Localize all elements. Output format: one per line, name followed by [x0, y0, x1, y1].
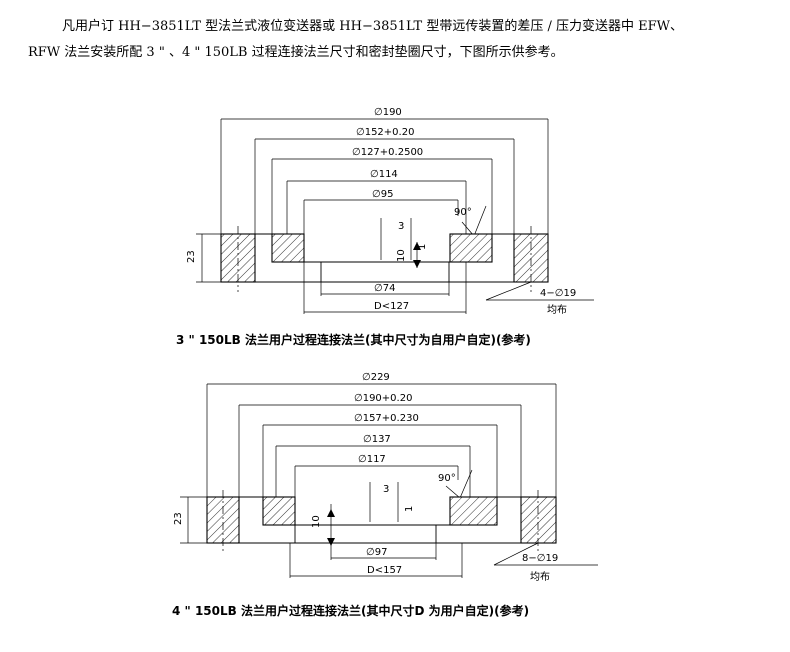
caption: 3 " 150LB 法兰用户过程连接法兰(其中尺寸为自用户自定)(参考)	[176, 332, 531, 347]
angle-label: 90°	[454, 207, 472, 218]
dim-small-3: 3	[398, 221, 404, 232]
dim-small-1: 1	[404, 506, 415, 512]
dim-groove-outer: ∅157+0.230	[354, 413, 419, 424]
dim-height: 23	[186, 250, 197, 263]
caption: 4 " 150LB 法兰用户过程连接法兰(其中尺寸D 为用户自定)(参考)	[172, 603, 529, 618]
dim-holes: 4−∅19	[540, 288, 576, 299]
dim-raised-face: ∅190+0.20	[354, 393, 412, 404]
dim-groove-inner: ∅114	[370, 169, 398, 180]
dim-recess: ∅117	[358, 454, 386, 465]
intro-text: 凡用户订 HH−3851LT 型法兰式液位变送器或 HH−3851LT 型带远传…	[28, 14, 778, 66]
dim-small-3: 3	[383, 484, 389, 495]
dim-small-10: 10	[396, 249, 407, 262]
dim-holes: 8−∅19	[522, 553, 558, 564]
dim-groove-inner: ∅137	[363, 434, 391, 445]
dim-small-10: 10	[311, 515, 322, 528]
dim-bore: ∅97	[366, 547, 387, 558]
angle-label: 90°	[438, 473, 456, 484]
dim-od: ∅190	[374, 107, 402, 118]
intro-line-1: 凡用户订 HH−3851LT 型法兰式液位变送器或 HH−3851LT 型带远传…	[62, 19, 683, 34]
dim-d: D<127	[374, 301, 409, 312]
dim-small-1: 1	[417, 244, 428, 250]
holes-note: 均布	[547, 304, 567, 316]
dim-d: D<157	[367, 565, 402, 576]
figure-3in-flange: ∅190 ∅152+0.20 ∅127+0.2500 ∅114 ∅95 90° …	[176, 107, 594, 347]
dim-recess: ∅95	[372, 189, 393, 200]
dim-od: ∅229	[362, 372, 390, 383]
dim-bore: ∅74	[374, 283, 395, 294]
intro-line-2: RFW 法兰安装所配 3 " 、4 " 150LB 过程连接法兰尺寸和密封垫圈尺…	[28, 45, 564, 60]
dim-groove-outer: ∅127+0.2500	[352, 147, 423, 158]
holes-note: 均布	[530, 571, 550, 583]
figure-4in-flange: ∅229 ∅190+0.20 ∅157+0.230 ∅137 ∅117 90° …	[172, 372, 598, 618]
dim-raised-face: ∅152+0.20	[356, 127, 414, 138]
dim-height: 23	[173, 512, 184, 525]
